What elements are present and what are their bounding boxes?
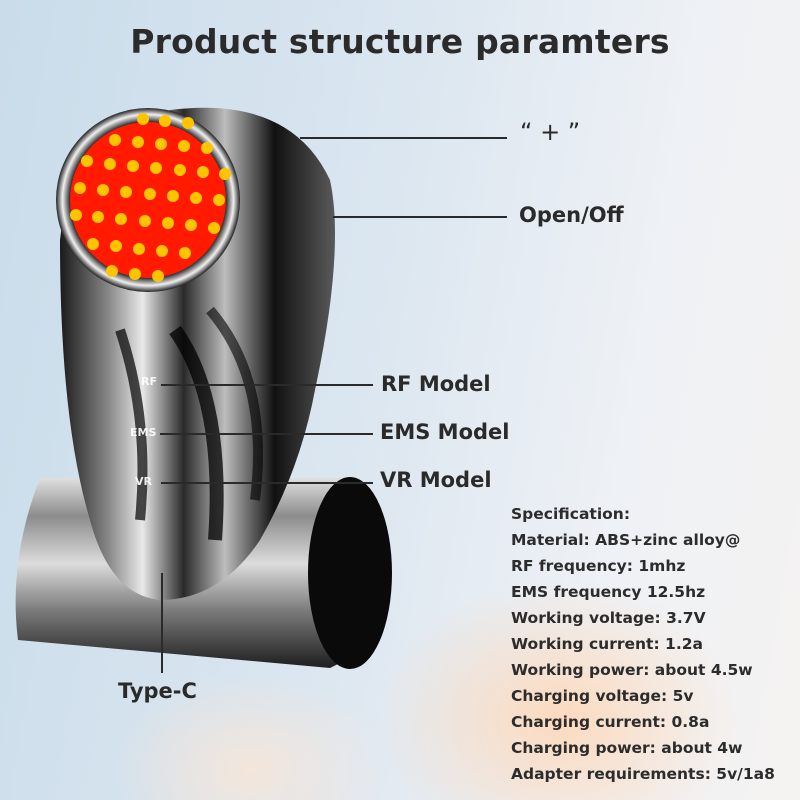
spec-item: Charging power: about 4w bbox=[511, 739, 743, 757]
power-button-label: Open/Off bbox=[519, 203, 624, 227]
specification-list: Specification: Material: ABS+zinc alloy@… bbox=[511, 501, 775, 787]
device-mark-ems: EMS bbox=[130, 426, 157, 439]
spec-item: Working current: 1.2a bbox=[511, 635, 703, 653]
rf-model-label: RF Model bbox=[381, 372, 491, 396]
specification-heading: Specification: bbox=[511, 505, 631, 523]
plus-button-label: “ + ” bbox=[520, 118, 581, 146]
device-mark-vr: VR bbox=[135, 475, 152, 488]
ems-model-label: EMS Model bbox=[380, 420, 510, 444]
plus-leader-line bbox=[300, 137, 507, 139]
spec-item: Adapter requirements: 5v/1a8 bbox=[511, 765, 775, 783]
device-mark-rf: RF bbox=[141, 375, 157, 388]
spec-item: Charging current: 0.8a bbox=[511, 713, 710, 731]
power-leader-line bbox=[333, 216, 507, 218]
spec-item: RF frequency: 1mhz bbox=[511, 557, 686, 575]
spec-item: Working voltage: 3.7V bbox=[511, 609, 706, 627]
vr-leader-line bbox=[161, 482, 373, 484]
ems-leader-line bbox=[160, 433, 373, 435]
vr-model-label: VR Model bbox=[380, 468, 492, 492]
page-title: Product structure paramters bbox=[130, 22, 670, 61]
rf-leader-line bbox=[161, 384, 373, 386]
spec-item: Material: ABS+zinc alloy@ bbox=[511, 531, 741, 549]
spec-item: EMS frequency 12.5hz bbox=[511, 583, 706, 601]
spec-item: Charging voltage: 5v bbox=[511, 687, 694, 705]
spec-item: Working power: about 4.5w bbox=[511, 661, 753, 679]
typec-leader-line bbox=[161, 573, 163, 673]
typec-port-label: Type-C bbox=[118, 679, 197, 703]
